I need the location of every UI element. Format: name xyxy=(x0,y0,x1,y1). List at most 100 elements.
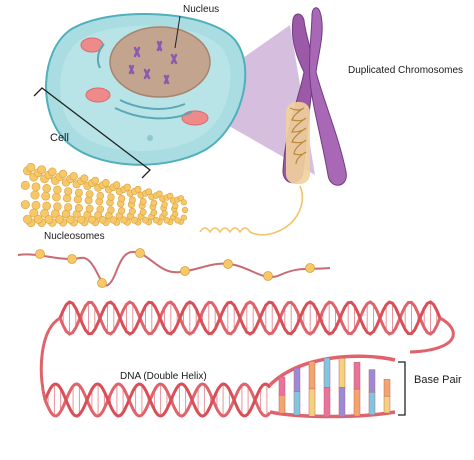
base xyxy=(308,361,316,390)
nucleus-pointer xyxy=(174,15,181,49)
endoplasmic-reticulum xyxy=(119,99,186,110)
nucleosome-bead xyxy=(53,202,62,211)
nucleosome-bead xyxy=(91,176,100,185)
base xyxy=(338,387,346,418)
nucleus-chromosomes xyxy=(128,40,178,85)
nucleosome-bead xyxy=(44,215,54,224)
nucleosome-bead xyxy=(96,191,105,200)
nucleosome-bead xyxy=(172,202,179,209)
base xyxy=(383,395,391,414)
nucleosome-bead xyxy=(161,210,168,217)
duplicated-chromosomes-label: Duplicated Chromosomes xyxy=(348,65,464,76)
organelle xyxy=(85,87,111,103)
nucleosome-bead xyxy=(52,192,61,202)
base xyxy=(368,391,376,416)
nucleosome-bead xyxy=(42,184,52,193)
nucleosome-bead xyxy=(305,263,315,273)
base xyxy=(338,357,346,388)
nucleosome-bead xyxy=(30,190,40,200)
nucleosome-bead xyxy=(174,217,181,224)
nucleosome-bead xyxy=(161,201,168,208)
dna-strand xyxy=(58,300,442,336)
base xyxy=(278,394,286,414)
nucleosome-bead xyxy=(141,216,149,224)
nucleosome-bead xyxy=(180,266,190,276)
nucleosome-bead xyxy=(20,180,30,190)
string-nucleosomes xyxy=(35,248,315,288)
nucleosome-bead xyxy=(35,249,45,259)
nucleosome-bead xyxy=(180,199,187,206)
chromosome-coil xyxy=(289,107,307,165)
nucleosome-bead xyxy=(131,216,139,224)
base xyxy=(368,369,376,393)
nucleosome-bead xyxy=(74,188,83,197)
nucleosome-bead xyxy=(22,214,32,224)
nucleosome-bead xyxy=(223,259,233,269)
chromatid-right xyxy=(308,7,347,186)
beads-on-string-strand xyxy=(17,250,331,287)
nucleosome-bead xyxy=(31,200,41,210)
nucleosome-bead xyxy=(263,271,273,281)
nucleosome-bead xyxy=(26,162,36,172)
nucleosome-bead xyxy=(87,215,96,224)
nucleosome-bead xyxy=(123,183,131,191)
nucleosome-bead xyxy=(77,215,86,224)
nucleosome-bead xyxy=(109,216,117,224)
nucleosome-bead xyxy=(73,195,82,204)
nucleosome-bead xyxy=(152,216,160,224)
chromatin-fiber-loops xyxy=(199,227,251,234)
nucleosome-bead xyxy=(67,254,77,264)
nucleosomes-label: Nucleosomes xyxy=(44,231,105,242)
nucleosome-bead xyxy=(139,208,147,216)
vesicle xyxy=(147,135,153,141)
base xyxy=(323,387,331,418)
nucleosome-bead xyxy=(134,185,142,193)
nucleosome-bead xyxy=(150,209,158,216)
nucleosome-bead xyxy=(107,193,115,201)
nucleosome-bead xyxy=(118,207,126,215)
nucleosome-bead xyxy=(150,199,158,207)
nucleosome-bead xyxy=(69,172,78,181)
dna-strand xyxy=(269,410,396,419)
nucleosome-bead xyxy=(47,167,57,177)
nucleosome-bead xyxy=(167,192,174,200)
nucleosome-bead xyxy=(62,194,72,203)
base xyxy=(278,376,286,396)
base xyxy=(293,367,301,392)
endoplasmic-reticulum xyxy=(96,43,105,69)
dna-strand xyxy=(409,316,455,354)
nucleosome-bead xyxy=(85,190,94,199)
nucleus xyxy=(109,26,211,98)
nucleosome-bead xyxy=(181,206,189,214)
nucleosome-bead xyxy=(58,169,68,179)
nucleosome-bead xyxy=(156,190,163,198)
nucleosome-bead xyxy=(112,181,121,189)
nucleosome-bead xyxy=(128,196,136,204)
nucleosome-coil xyxy=(20,162,189,228)
nucleosome-bead xyxy=(55,215,64,224)
nucleosome-bead xyxy=(107,206,115,214)
nucleosome-bead xyxy=(66,215,75,224)
dna-strand xyxy=(39,316,61,401)
dna-label: DNA (Double Helix) xyxy=(120,371,207,382)
duplicated-chromosome xyxy=(282,7,347,186)
nucleosome-bead xyxy=(37,165,46,174)
nucleosome-bead xyxy=(145,188,153,195)
nucleosome-bead xyxy=(172,211,179,218)
nucleus-label: Nucleus xyxy=(183,4,220,15)
nucleosome-bead xyxy=(74,204,83,213)
dna-strand xyxy=(43,382,272,418)
nucleosome-bead xyxy=(118,195,126,203)
base xyxy=(323,357,331,388)
nucleosome-bead xyxy=(97,278,107,288)
nucleosome-bead xyxy=(42,201,52,211)
endoplasmic-reticulum xyxy=(114,107,193,120)
nucleosome-bead xyxy=(20,200,30,210)
base xyxy=(383,379,391,397)
base-pair-bracket xyxy=(398,361,406,416)
cell-label: Cell xyxy=(50,132,69,144)
dna-strand xyxy=(43,382,272,418)
nucleosome-bead xyxy=(80,174,89,183)
cell-bracket xyxy=(33,87,151,179)
